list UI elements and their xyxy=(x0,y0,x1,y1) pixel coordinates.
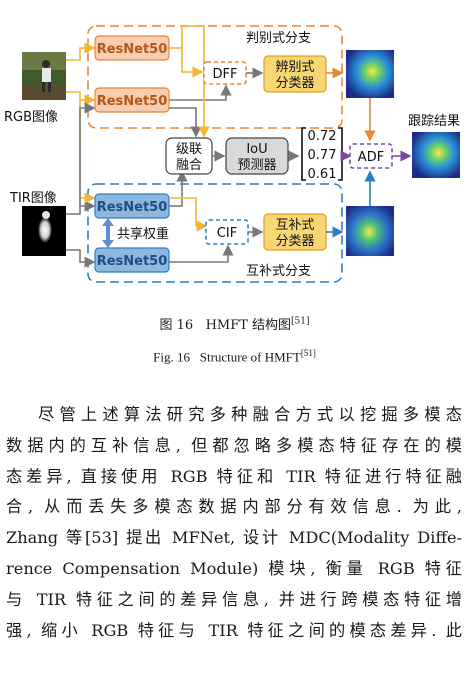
score-2: 0.77 xyxy=(308,148,337,163)
rgb-image-label: RGB图像 xyxy=(4,110,58,125)
disc-classifier-line1: 辨别式 xyxy=(275,60,314,75)
cif-label: CIF xyxy=(217,226,237,241)
complementary-response-map xyxy=(346,206,394,256)
shared-weights-arrow-head-down xyxy=(102,240,114,248)
resnet-label-3: ResNet50 xyxy=(97,200,168,215)
body-line-7: 与 TIR 特征之间的差异信息, 并进行跨模态特征增 xyxy=(6,589,462,609)
body-line-8: 强, 缩小 RGB 特征与 TIR 特征之间的模态差异. 此 xyxy=(6,620,462,640)
shared-weights-arrow-head-up xyxy=(102,218,114,226)
figure-caption-en: Fig. 16 Structure of HMFT[51] xyxy=(0,348,469,365)
body-line-3: 态差异, 直接使用 RGB 特征和 TIR 特征进行特征融 xyxy=(6,466,462,486)
caption-zh-ref: [51] xyxy=(291,316,310,327)
resnet3-to-cascade-arrow xyxy=(169,170,188,207)
resnet-label-4: ResNet50 xyxy=(97,254,168,269)
discriminative-classifier xyxy=(263,55,327,93)
comp-classifier-line1: 互补式 xyxy=(275,218,314,233)
discriminative-branch-frame xyxy=(87,25,343,129)
resnet2-to-cascade-arrow xyxy=(169,107,202,138)
cascade-line2: 融合 xyxy=(176,158,202,173)
score-3: 0.61 xyxy=(308,167,337,182)
resnet1-to-cascade-arrow xyxy=(181,25,210,138)
comp-classifier-line2: 分类器 xyxy=(275,234,314,249)
dff-label: DFF xyxy=(213,67,238,82)
caption-zh-prefix: 图 16 xyxy=(159,318,194,333)
caption-en-prefix: Fig. 16 xyxy=(153,349,190,365)
discriminative-response-map xyxy=(346,50,394,98)
resnet-label-2: ResNet50 xyxy=(97,94,168,109)
body-line-1: 尽管上述算法研究多种融合方式以挖掘多模态 xyxy=(38,405,462,424)
caption-en-ref: [51] xyxy=(300,348,316,358)
disc-classifier-line2: 分类器 xyxy=(275,76,314,91)
tracking-result-map xyxy=(412,132,460,178)
tir-image-label: TIR图像 xyxy=(9,191,57,206)
iou-line2: 预测器 xyxy=(237,158,276,173)
shared-weights-label: 共享权重 xyxy=(117,226,169,242)
rgb-input-image xyxy=(22,52,66,100)
resnet4-to-cif-arrow xyxy=(169,244,234,263)
discriminative-branch-title: 判别式分支 xyxy=(246,31,311,46)
body-line-6: rence Compensation Module) 模块, 衡量 RGB 特征 xyxy=(6,558,462,578)
body-line-2: 数据内的互补信息, 但都忽略多模态特征存在的模 xyxy=(6,435,462,455)
caption-zh-text: HMFT 结构图 xyxy=(205,318,292,333)
body-line-4: 合, 从而丢失多模态数据内部分有效信息. 为此, xyxy=(6,497,462,517)
dff-module xyxy=(203,61,247,85)
tir-to-resnet-top-arrow xyxy=(66,200,96,215)
resnet3-to-cif-arrow xyxy=(169,197,208,232)
resnet1-to-dff-arrow xyxy=(169,47,204,78)
figure-caption-zh: 图 16 HMFT 结构图[51] xyxy=(0,314,469,333)
tracking-result-label: 跟踪结果 xyxy=(408,114,460,129)
score-1: 0.72 xyxy=(308,129,337,144)
cascade-line1: 级联 xyxy=(176,142,202,157)
body-paragraph: 尽管上述算法研究多种融合方式以挖掘多模态 数据内的互补信息, 但都忽略多模态特征… xyxy=(6,400,462,646)
adf-label: ADF xyxy=(358,150,384,165)
caption-en-text: Structure of HMFT xyxy=(199,349,301,365)
body-line-5: Zhang 等[53] 提出 MFNet, 设计 MDC(Modality Di… xyxy=(6,528,462,548)
resnet-tir-complementary xyxy=(94,247,170,273)
hmft-architecture-diagram: RGB图像 TIR图像 ResNet50 ResNet50 ResNet50 R… xyxy=(4,25,460,283)
complementary-branch-frame xyxy=(87,183,343,283)
tir-input-image xyxy=(22,206,66,256)
complementary-branch-title: 互补式分支 xyxy=(246,264,311,279)
tir-to-resnet-bottom-arrow xyxy=(66,249,96,268)
iou-line1: IoU xyxy=(246,142,267,157)
rgb-to-resnet-blue-top-arrow xyxy=(79,100,96,204)
resnet-label-1: ResNet50 xyxy=(97,42,168,57)
rgb-to-resnet-bottom-arrow xyxy=(66,91,96,106)
tir-to-resnet-orange-arrow xyxy=(79,102,96,206)
rgb-to-resnet-top-arrow xyxy=(66,42,96,61)
resnet2-to-dff-arrow xyxy=(169,84,232,101)
